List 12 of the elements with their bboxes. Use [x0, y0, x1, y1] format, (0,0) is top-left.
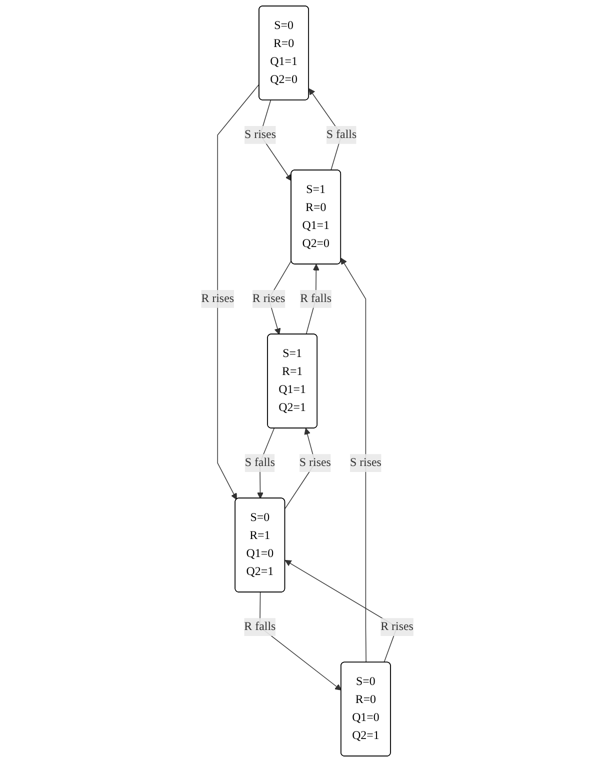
edge-label: S falls	[244, 456, 275, 469]
arrow	[216, 84, 260, 500]
arrow	[340, 258, 366, 663]
edge-label: S rises	[350, 456, 382, 469]
edge-label: R rises	[252, 292, 285, 305]
edge-label: R falls	[244, 620, 276, 634]
edge-label: S falls	[326, 128, 356, 141]
edge-label: R falls	[300, 292, 332, 305]
edge-label: S rises	[244, 128, 276, 141]
edge-label: R rises	[380, 620, 414, 634]
edge-label: R rises	[200, 292, 234, 305]
edge-label: S rises	[299, 456, 331, 469]
